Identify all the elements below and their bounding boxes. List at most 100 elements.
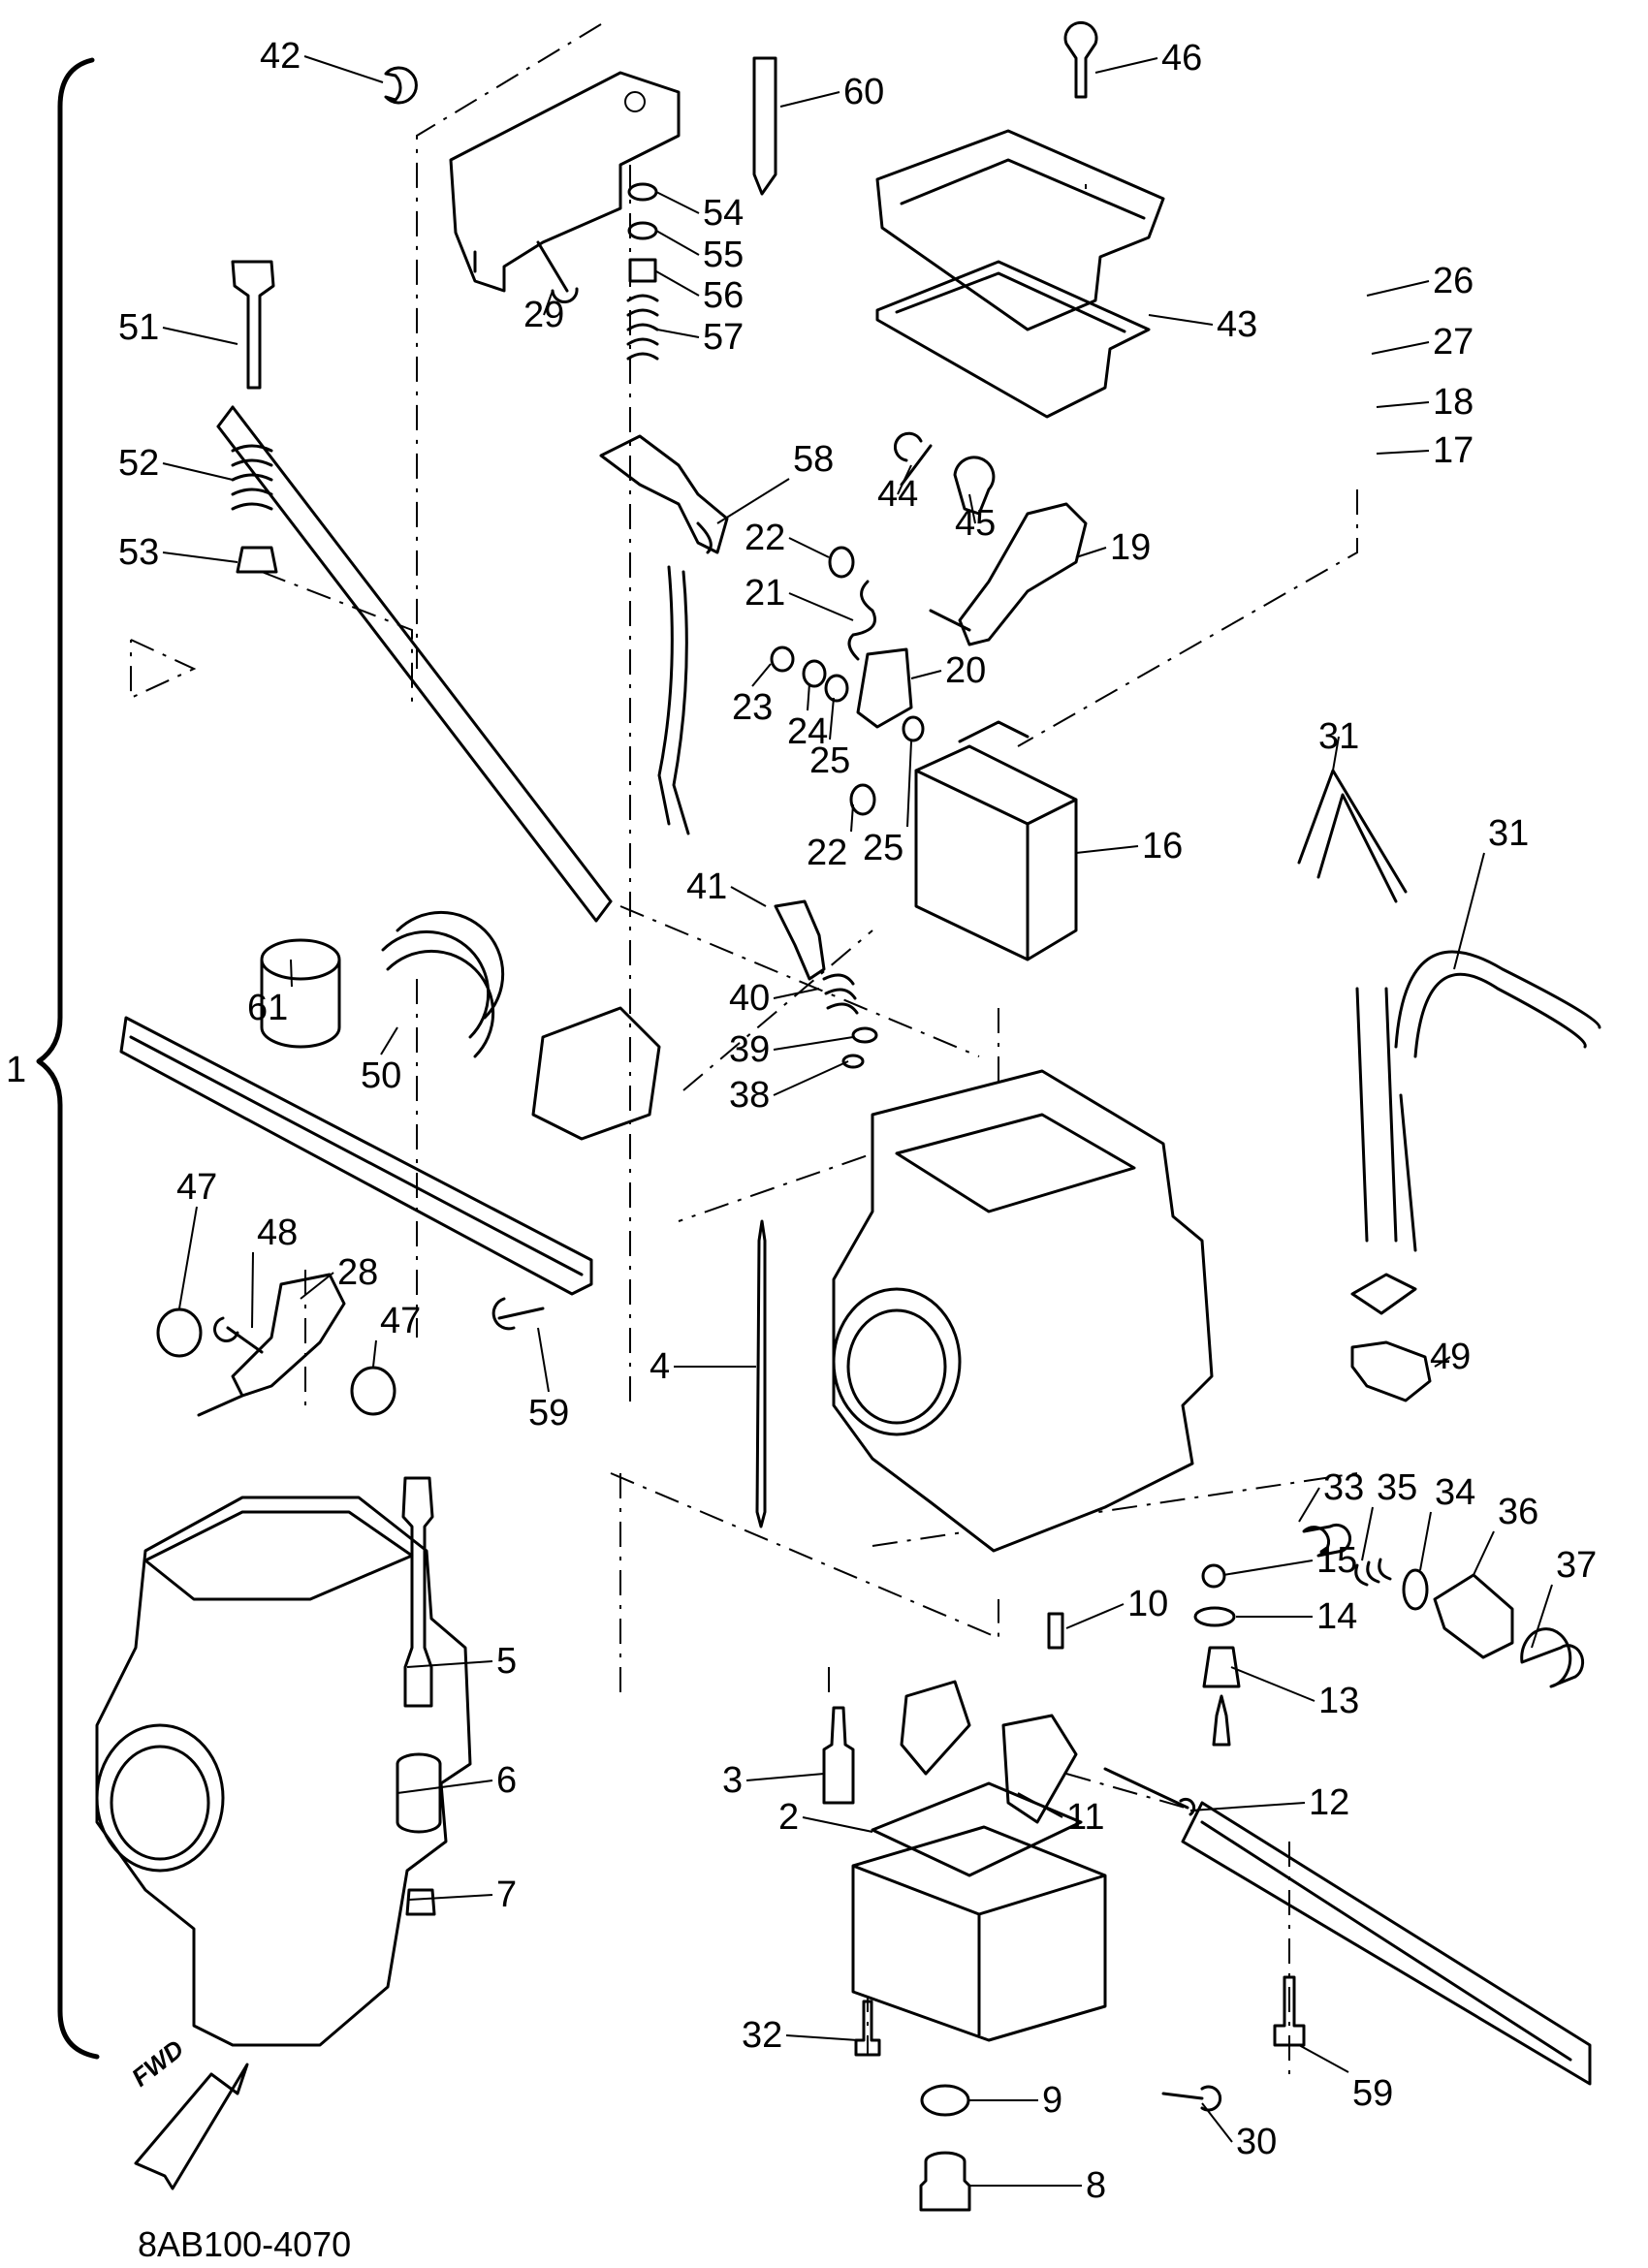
guide-line [682,929,873,1091]
leader-line [408,1894,493,1901]
leader-line [785,2034,859,2041]
cap-37-part [1520,1627,1585,1688]
callout-label: 17 [1433,430,1474,471]
callout-label: 10 [1127,1584,1169,1624]
leader-line [1075,845,1139,854]
hose-31b-part [1355,950,1601,1252]
leader-line [537,1327,550,1393]
callout-label: 18 [1433,382,1474,423]
callout-label: 58 [793,439,835,480]
callout-label: 39 [729,1029,771,1070]
callout-label: 16 [1142,826,1184,866]
leader-line [773,1060,849,1096]
leader-line [1298,1487,1320,1523]
callout-label: 51 [118,307,160,348]
callout-label: 22 [807,833,848,873]
guide-line [416,23,602,669]
leader-line [751,663,772,687]
callout-label: 45 [955,503,997,544]
callout-label: 52 [118,443,160,484]
leader-line [1376,450,1430,455]
lever-28-part [197,1273,346,1417]
leader-line [1361,1506,1374,1561]
leader-line [968,493,976,524]
collar-42-part [384,66,418,105]
callout-label: 46 [1161,38,1203,79]
leader-line [1189,1802,1306,1811]
leader-line [162,551,238,563]
leader-line [655,270,700,297]
leader-line [543,290,554,316]
assembly-brace [36,57,100,2060]
callout-label: 48 [257,1213,299,1253]
screw-59b-part [1273,1975,1306,2047]
callout-label: 24 [787,711,829,752]
leader-line [1473,1530,1495,1576]
leader-line [396,1780,493,1794]
callout-label: 57 [703,317,745,358]
callout-label: 23 [732,687,774,728]
leader-line [1419,1511,1432,1571]
o-ring-9-part [920,2084,970,2117]
carburetor-bore-right [832,1287,962,1436]
drain-plug-8-part [919,2151,971,2212]
leader-line [1332,736,1340,772]
center-bracket-part [531,1006,661,1141]
callout-label: 59 [528,1393,570,1433]
leader-line [1065,1603,1125,1629]
callout-label: 41 [686,866,728,907]
screw-32-part [854,2000,881,2057]
callout-label: 47 [380,1301,422,1341]
callout-label: 42 [260,36,301,77]
needle-valve-13-part [1202,1646,1241,1747]
leader-line [1017,1792,1063,1818]
jet-needle-4-part [755,1219,767,1528]
nut-56-part [628,258,657,283]
leader-line [773,1036,854,1051]
callout-label: 31 [1318,716,1360,757]
shaft-part [216,405,613,923]
throttle-valve-16-part [914,720,1078,961]
main-nozzle-3-part [822,1706,855,1805]
callout-label: 21 [745,573,786,614]
leader-line [850,803,854,833]
callout-label: 37 [1556,1545,1598,1586]
callout-label: 61 [247,988,289,1028]
leader-line [290,959,293,988]
screw-44-part [894,431,933,487]
carburetor-body-left-part [95,1496,472,2047]
screw-59a-part [491,1297,545,1331]
leader-line [788,537,830,558]
leader-line [1201,2102,1233,2143]
callout-label: 26 [1433,261,1474,301]
callout-label: 43 [1217,304,1258,345]
callout-label: 15 [1316,1540,1358,1581]
leader-line [1376,401,1430,408]
starter-nut-36-part [1433,1573,1514,1659]
screw-46-part [1063,21,1098,99]
washer-25-part [824,674,849,703]
callout-label: 54 [703,193,745,234]
leader-line [162,327,238,345]
washer-25b-part [902,715,925,742]
leader-line [829,697,835,740]
callout-label: 47 [176,1167,218,1208]
leader-line [178,1206,198,1309]
spring-40-part [822,973,859,1015]
carburetor-bore-right-inner [846,1308,947,1425]
callout-label: 8 [1086,2165,1107,2206]
collar-53-part [236,546,278,574]
bolt-45-part [953,456,996,516]
callout-label: 55 [703,235,745,275]
guide-line [619,905,980,1057]
spring-57-part [626,294,659,361]
pilot-jet-7-part [405,1888,436,1916]
leader-line [910,670,942,679]
leader-line [730,886,767,907]
carburetor-top-right [895,1113,1136,1213]
float-11-part [900,1680,1078,1824]
callout-label: 4 [650,1346,671,1387]
main-jet-holder-6-part [396,1752,442,1834]
leader-line [655,191,700,214]
